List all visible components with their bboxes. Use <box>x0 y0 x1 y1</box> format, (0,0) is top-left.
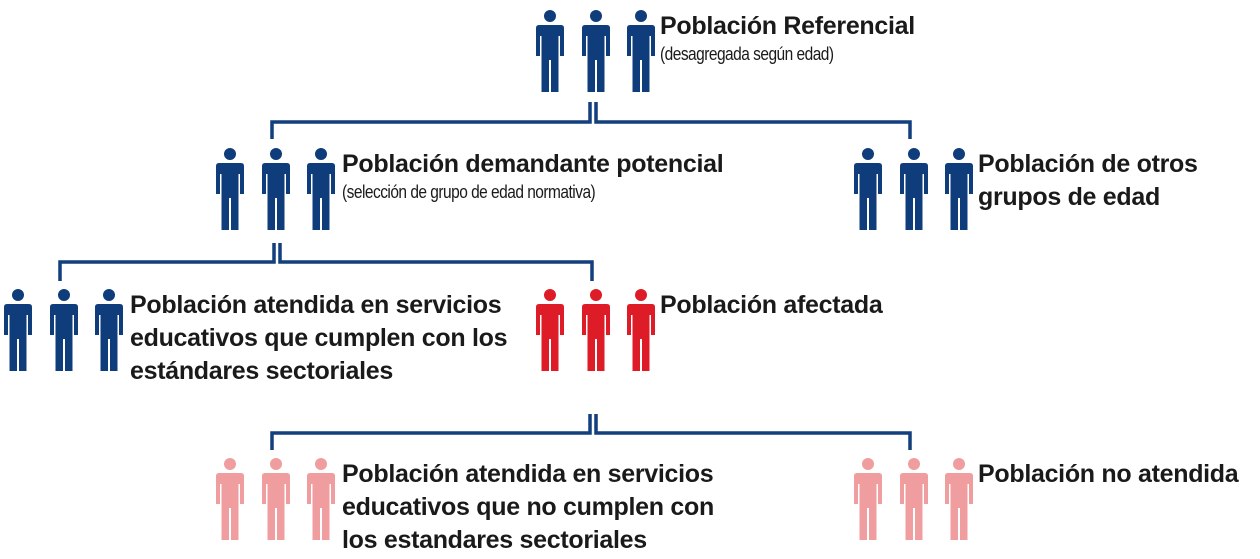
person-figure-icon <box>627 289 655 371</box>
node-title: Población no atendida <box>978 460 1239 488</box>
person-figure-icon <box>945 148 973 230</box>
person-group-icon <box>854 148 973 230</box>
person-figure-icon <box>95 289 123 371</box>
node-title: Población atendida en servicios educativ… <box>130 291 508 385</box>
person-figure-icon <box>536 289 564 371</box>
node-title: Población de otros grupos de edad <box>978 150 1198 211</box>
person-figure-icon <box>854 458 882 540</box>
person-figure-icon <box>216 148 244 230</box>
connector-afectada-split <box>270 414 912 450</box>
person-figure-icon <box>900 148 928 230</box>
connector-referencial-split <box>270 102 912 139</box>
person-group-icon <box>4 289 123 371</box>
person-figure-icon <box>582 289 610 371</box>
person-figure-icon <box>307 458 335 540</box>
person-figure-icon <box>945 458 973 540</box>
node-title: Población atendida en servicios educativ… <box>342 460 714 554</box>
person-figure-icon <box>262 148 290 230</box>
person-group-icon <box>536 10 655 92</box>
node-title: Población Referencial <box>660 12 915 40</box>
person-group-icon <box>216 148 335 230</box>
person-figure-icon <box>50 289 78 371</box>
node-title: Población demandante potencial <box>342 150 724 178</box>
person-figure-icon <box>854 148 882 230</box>
person-group-icon <box>536 289 655 371</box>
connector-demandante-split <box>58 243 594 281</box>
person-figure-icon <box>627 10 655 92</box>
node-title: Población afectada <box>660 291 883 319</box>
person-group-icon <box>854 458 973 540</box>
person-group-icon <box>216 458 335 540</box>
person-figure-icon <box>307 148 335 230</box>
person-figure-icon <box>216 458 244 540</box>
person-figure-icon <box>536 10 564 92</box>
person-figure-icon <box>582 10 610 92</box>
person-figure-icon <box>900 458 928 540</box>
person-figure-icon <box>4 289 32 371</box>
node-subtitle: (selección de grupo de edad normativa) <box>342 182 596 202</box>
node-subtitle: (desagregada según edad) <box>660 44 834 64</box>
person-figure-icon <box>262 458 290 540</box>
